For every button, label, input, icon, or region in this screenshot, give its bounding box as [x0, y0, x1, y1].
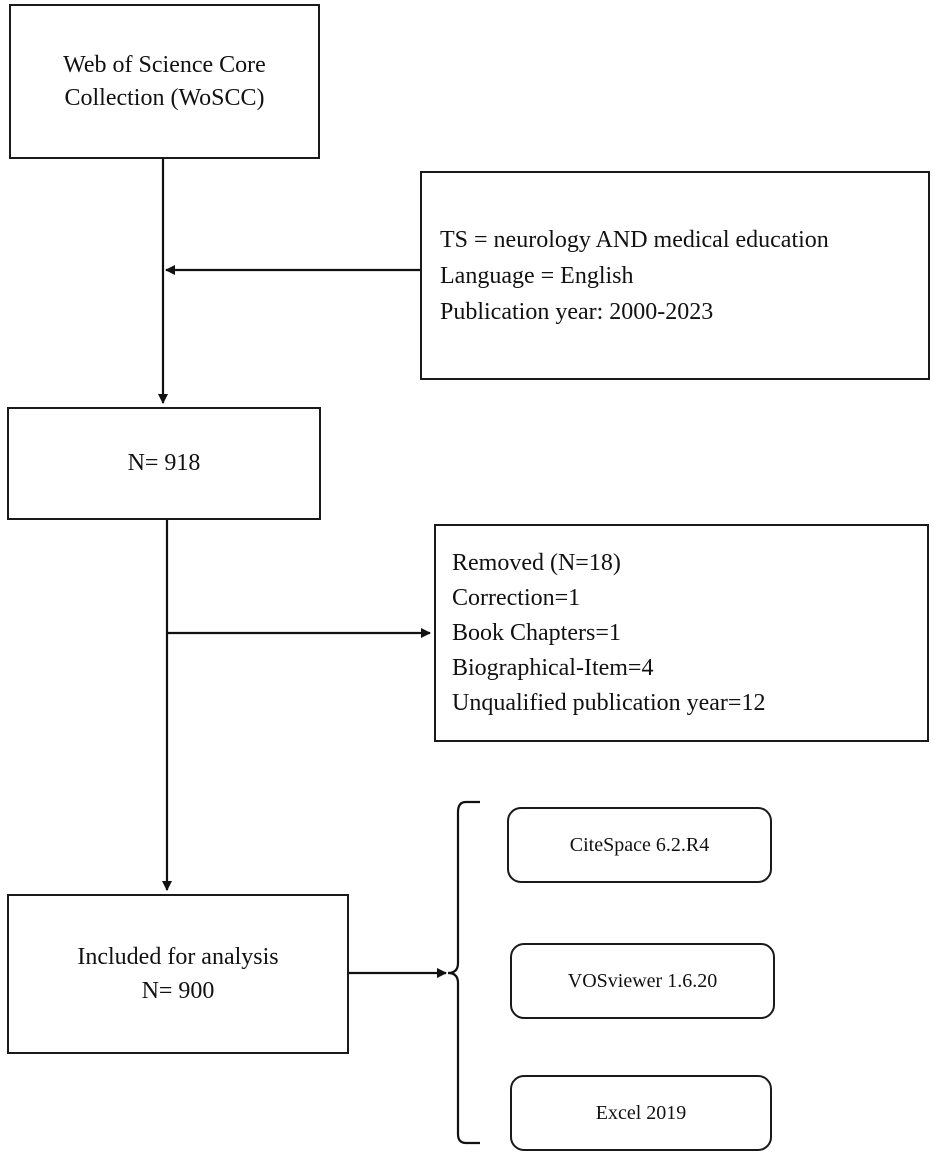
retrieved-box: N= 918 — [7, 407, 321, 520]
tool-vosviewer: VOSviewer 1.6.20 — [510, 943, 775, 1019]
tool-citespace-label: CiteSpace 6.2.R4 — [569, 833, 710, 856]
tools-brace — [447, 800, 480, 1145]
source-line-2: Collection (WoSCC) — [64, 84, 265, 111]
removed-book-chapters: Book Chapters=1 — [452, 619, 621, 646]
tool-citespace: CiteSpace 6.2.R4 — [507, 807, 772, 883]
criteria-year: Publication year: 2000-2023 — [440, 298, 714, 325]
removed-unqualified-year: Unqualified publication year=12 — [452, 689, 766, 716]
source-box: Web of Science Core Collection (WoSCC) — [9, 4, 320, 159]
removed-total: Removed (N=18) — [452, 549, 621, 576]
retrieved-count: N= 918 — [127, 450, 201, 476]
criteria-topic: TS = neurology AND medical education — [440, 226, 829, 253]
removed-box: Removed (N=18) Correction=1 Book Chapter… — [434, 524, 929, 742]
removed-correction: Correction=1 — [452, 584, 581, 611]
source-line-1: Web of Science Core — [63, 51, 266, 78]
criteria-language: Language = English — [440, 262, 634, 289]
search-criteria-box: TS = neurology AND medical education Lan… — [420, 171, 930, 380]
included-count: N= 900 — [141, 978, 215, 1004]
tool-vosviewer-label: VOSviewer 1.6.20 — [567, 969, 718, 992]
tool-excel-label: Excel 2019 — [595, 1101, 687, 1124]
tool-excel: Excel 2019 — [510, 1075, 772, 1151]
removed-biographical-item: Biographical-Item=4 — [452, 654, 654, 681]
included-box: Included for analysis N= 900 — [7, 894, 349, 1054]
included-label: Included for analysis — [77, 944, 279, 970]
